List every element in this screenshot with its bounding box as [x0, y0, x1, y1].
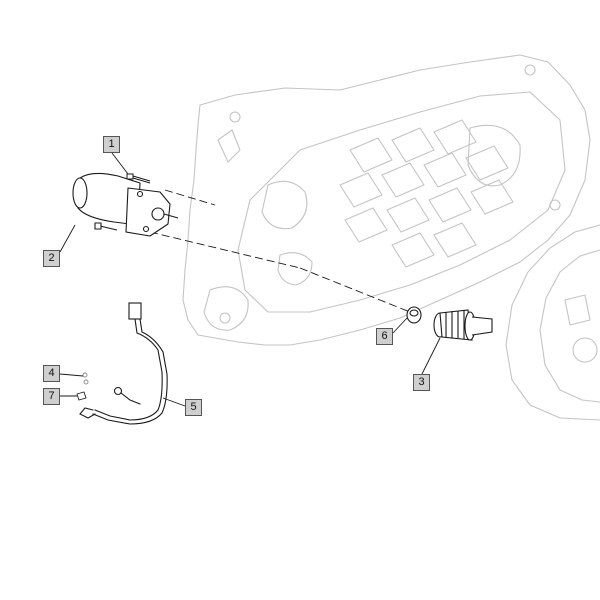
starter-motor-part-2 [72, 172, 179, 237]
callout-1: 1 [103, 136, 120, 153]
callout-6: 6 [376, 328, 393, 345]
starter-gear-part-3 [433, 309, 493, 341]
screw-part-1 [126, 173, 151, 184]
callout-5: 5 [185, 399, 202, 416]
callout-7: 7 [43, 388, 60, 405]
assembly-axis-lines [149, 189, 411, 313]
cooling-ribs [339, 119, 514, 268]
callout-2: 2 [43, 250, 60, 267]
callout-3: 3 [413, 374, 430, 391]
callout-4: 4 [43, 365, 60, 382]
leader-lines [59, 152, 441, 407]
bushing-part-6 [406, 306, 422, 324]
washer-part-7 [76, 391, 87, 401]
side-cover [505, 224, 600, 421]
engine-crankcase [182, 54, 591, 346]
small-screw-part-4 [82, 372, 89, 385]
cable-harness-part-5 [79, 302, 168, 425]
